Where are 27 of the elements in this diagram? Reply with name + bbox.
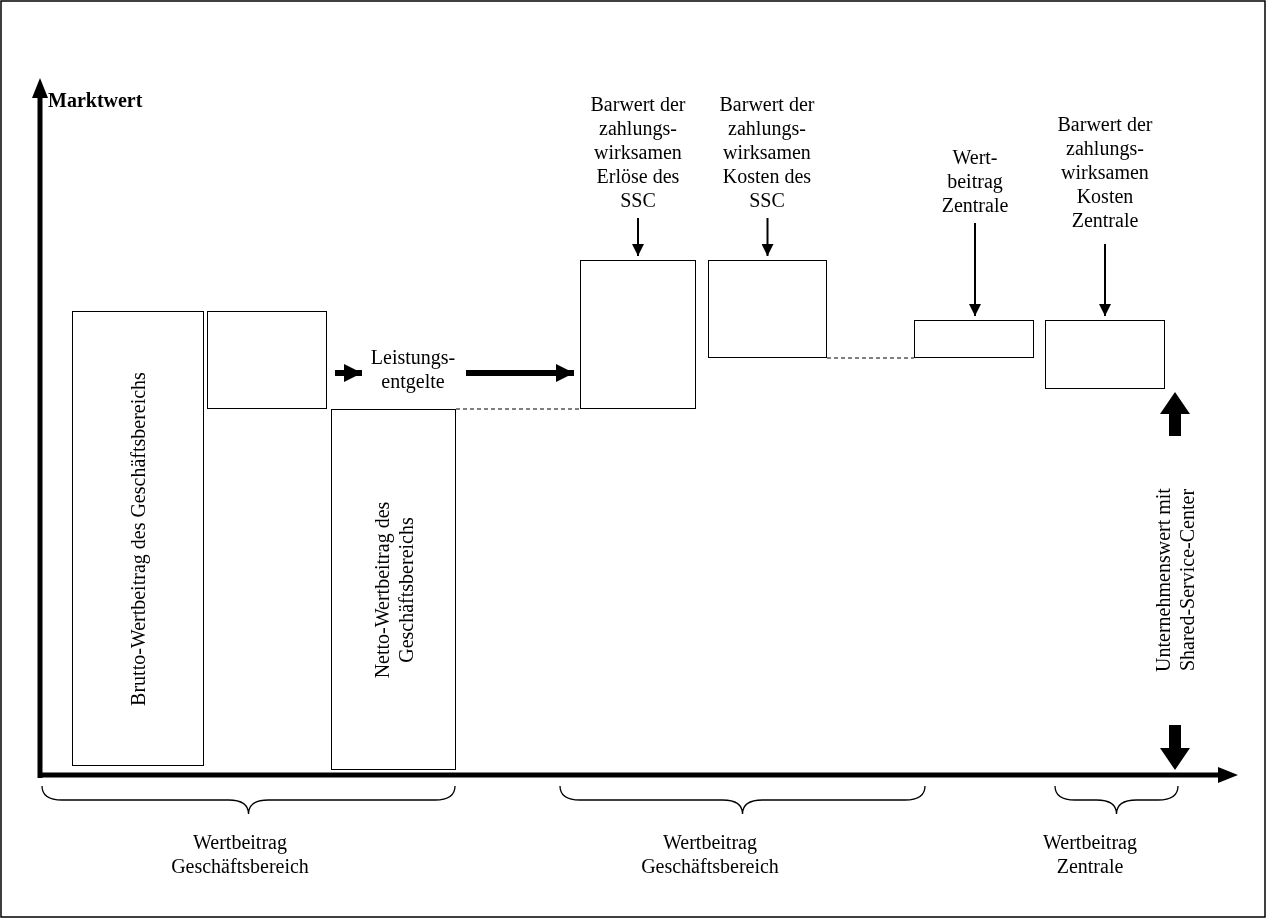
arrow bbox=[969, 222, 981, 317]
brace-label: Wertbeitrag Geschäftsbereich bbox=[640, 830, 780, 878]
annotation-text: Wert- beitrag Zentrale bbox=[925, 145, 1025, 217]
value-bar bbox=[331, 409, 456, 770]
brace-label: Wertbeitrag Geschäftsbereich bbox=[170, 830, 310, 878]
arrow bbox=[335, 364, 362, 382]
bar-label: Brutto-Wertbeitrag des Geschäftsbereichs bbox=[126, 371, 150, 706]
arrow bbox=[632, 217, 644, 257]
dimension-label: Unternehmenswert mit Shared-Service-Center bbox=[1151, 487, 1199, 674]
arrow bbox=[761, 217, 774, 257]
annotation-text: Barwert der zahlungs- wirksamen Erlöse des SSC bbox=[578, 92, 698, 212]
value-bar bbox=[72, 311, 204, 766]
annotation-text: Barwert der zahlungs- wirksamen Kosten des SSC bbox=[707, 92, 827, 212]
value-bar bbox=[1045, 320, 1165, 389]
annotation-text: Leistungs- entgelte bbox=[368, 345, 458, 401]
dashed-line bbox=[455, 408, 581, 410]
value-bar bbox=[207, 311, 327, 409]
axis-title: Marktwert bbox=[48, 88, 144, 112]
arrow bbox=[466, 364, 574, 382]
bar-label: Netto-Wertbeitrag des Geschäftsbereichs bbox=[369, 500, 418, 680]
value-bar bbox=[580, 260, 696, 409]
brace-label: Wertbeitrag Zentrale bbox=[1042, 830, 1138, 878]
arrow bbox=[1099, 243, 1111, 317]
value-bar bbox=[708, 260, 827, 358]
dashed-line bbox=[826, 357, 915, 359]
value-bar bbox=[914, 320, 1034, 358]
annotation-text: Barwert der zahlungs- wirksamen Kosten Zentrale bbox=[1045, 112, 1165, 238]
